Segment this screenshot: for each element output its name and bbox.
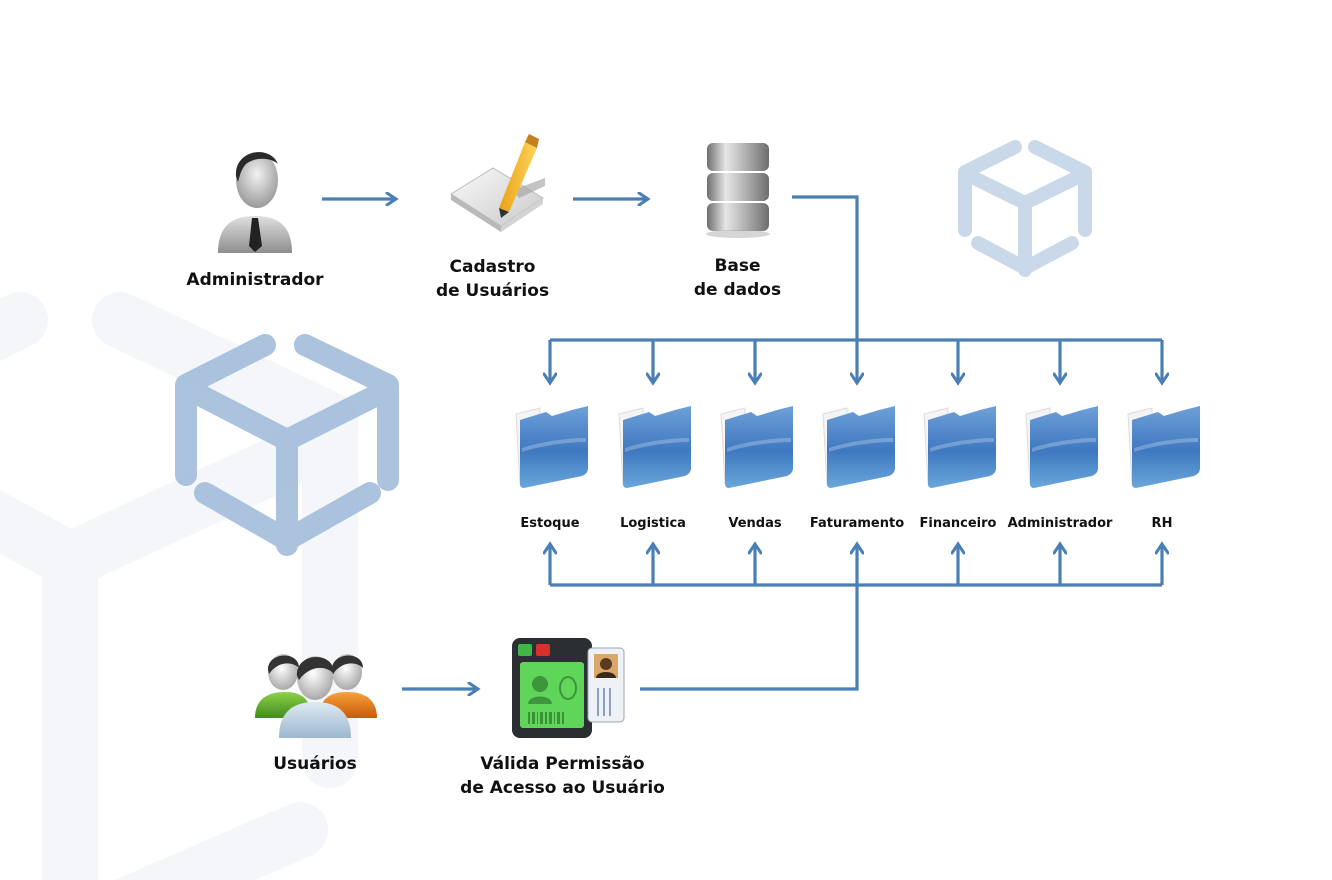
cube-icon-small [958, 140, 1092, 277]
label-base-line1: Base [714, 256, 761, 276]
folder-icon[interactable] [1020, 398, 1100, 490]
node-valida-permissao: Válida Permissão de Acesso ao Usuário [455, 632, 670, 800]
folder-label: Administrador [1007, 516, 1113, 531]
line-base-to-bus [792, 195, 857, 383]
folder-label: Estoque [520, 516, 580, 531]
folder-icon[interactable] [613, 398, 693, 490]
label-usuarios: Usuários [273, 754, 357, 774]
label-administrador: Administrador [186, 270, 324, 290]
access-control-icon [511, 638, 624, 738]
folder-label: Financeiro [919, 516, 997, 531]
folder-label: RH [1151, 516, 1173, 531]
folder-label: Vendas [728, 516, 782, 531]
folder-icon[interactable] [715, 398, 795, 490]
label-valida-line1: Válida Permissão [480, 754, 645, 774]
admin-person-icon [218, 152, 292, 253]
folder-icon[interactable] [817, 398, 897, 490]
cube-icon-large [175, 334, 399, 556]
node-base-de-dados: Base de dados [660, 140, 815, 302]
folder-label: Faturamento [809, 516, 905, 531]
line-valida-to-bus [640, 585, 859, 691]
label-base-line2: de dados [693, 280, 782, 300]
users-group-icon [255, 654, 377, 738]
label-cadastro-line1: Cadastro [449, 257, 536, 277]
folder-label: Logistica [620, 516, 686, 531]
folder-icon[interactable] [1122, 398, 1202, 490]
node-administrador: Administrador [175, 138, 335, 292]
node-usuarios: Usuários [240, 640, 390, 776]
folder-icon[interactable] [918, 398, 998, 490]
node-cadastro-usuarios: Cadastro de Usuários [420, 128, 565, 303]
database-icon [705, 143, 770, 238]
edit-document-icon [449, 134, 545, 232]
label-valida-line2: de Acesso ao Usuário [460, 778, 665, 798]
folder-icon[interactable] [510, 398, 590, 490]
label-cadastro-line2: de Usuários [435, 281, 550, 301]
